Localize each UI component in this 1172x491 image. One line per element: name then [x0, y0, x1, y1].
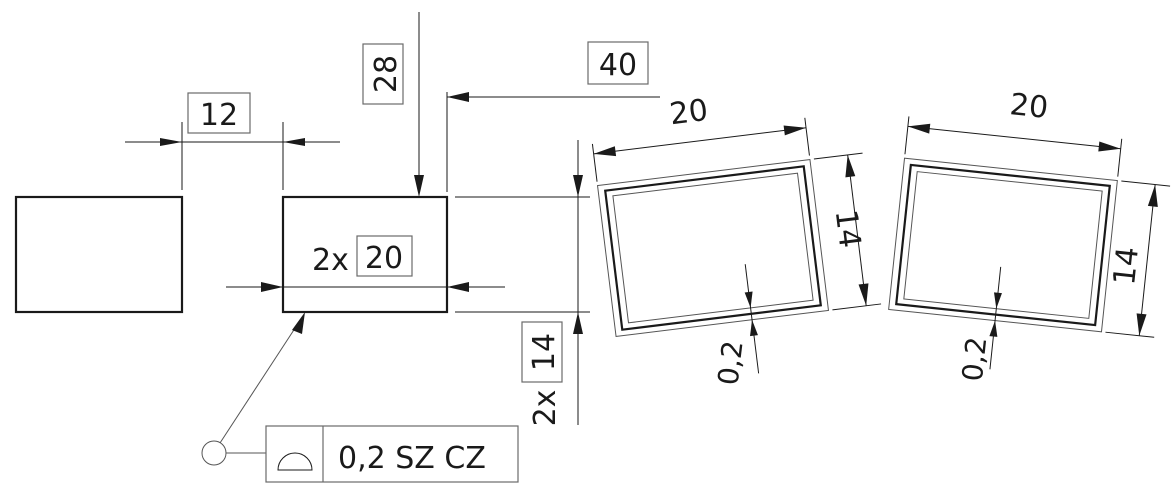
offset-dimension-value: 40 [599, 48, 637, 83]
right-rectangle [281, 195, 449, 314]
left-rectangle [14, 195, 184, 314]
tolerance-frame-text: 0,2 SZ CZ [338, 441, 486, 476]
zone-example-1-zone: 0,2 [711, 339, 749, 387]
height-from-top-dimension: 28 [362, 12, 424, 197]
tolerance-frame: 0,2 SZ CZ [265, 425, 519, 483]
offset-dimension: 40 [446, 41, 660, 192]
height-dimension-value: 14 [527, 333, 562, 371]
zone-example-2-zone: 0,2 [956, 335, 993, 383]
height-dimension: 14 2x [455, 140, 590, 426]
height-from-top-value: 28 [369, 55, 404, 93]
gap-dimension-value: 12 [200, 98, 238, 133]
zone-example-2 [888, 116, 1171, 370]
zone-example-1-height: 14 [828, 208, 867, 250]
zone-example-2-height: 14 [1107, 245, 1146, 287]
profile-of-surface-icon [277, 452, 313, 471]
width-dimension: 2x 20 [226, 235, 505, 292]
width-dimension-prefix: 2x [312, 243, 349, 278]
zone-example-1 [591, 117, 882, 374]
zone-example-1-width: 20 [668, 93, 710, 132]
tolerance-leader [201, 312, 305, 466]
width-dimension-value: 20 [365, 241, 403, 276]
gap-dimension: 12 [125, 92, 340, 190]
height-dimension-prefix: 2x [528, 390, 563, 427]
zone-example-2-width: 20 [1008, 87, 1050, 126]
